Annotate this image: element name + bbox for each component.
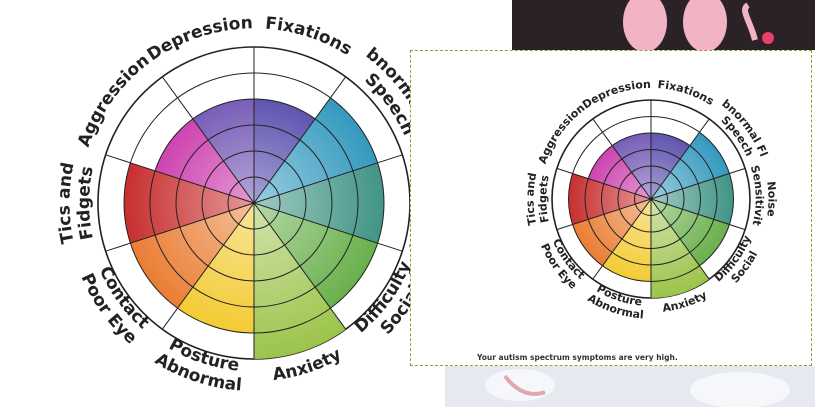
wheel-spoke [253, 202, 403, 252]
spectrum-wheel-small-canvas: FixationsAbnormal FlatSpeechNoiseSensiti… [411, 51, 779, 321]
background-artwork-bottom-detail [485, 369, 790, 407]
wheel-spoke [253, 154, 403, 204]
spectrum-wheel-large: FixationsAbnormal FlatSpeechNoiseSensiti… [0, 0, 454, 395]
result-popup: FixationsAbnormal FlatSpeechNoiseSensiti… [410, 50, 812, 366]
category-label: Fidgets [74, 165, 98, 242]
spectrum-wheel-small: FixationsAbnormal FlatSpeechNoiseSensiti… [411, 51, 779, 321]
wheel-spoke [650, 167, 746, 200]
category-label: Tics and [523, 172, 539, 227]
wheel-spoke [592, 118, 652, 200]
wedge-noise-sensitivity [651, 173, 734, 225]
wedge-abnormal-flat-speech [254, 97, 378, 203]
wheel-spoke [105, 202, 255, 252]
result-caption: Your autism spectrum symptoms are very h… [477, 353, 678, 362]
wheel-spoke [556, 167, 652, 200]
background-artwork-top-detail [623, 0, 774, 52]
wheel-spoke [253, 76, 347, 204]
wheel-spoke [253, 202, 347, 330]
wedge-poor-eye-contact [130, 203, 254, 309]
category-label: Noise [764, 181, 778, 218]
wedge-aggression [155, 118, 254, 203]
wedge-anxiety [651, 199, 710, 298]
wheel-spoke [650, 118, 710, 200]
wheel-spoke [650, 198, 746, 231]
wheel-spoke [592, 198, 652, 280]
wedge-noise-sensitivity [254, 162, 384, 244]
wedge-fixations [651, 133, 690, 199]
wedge-abnormal-flat-speech [651, 132, 730, 199]
wedge-poor-eye-contact [572, 199, 651, 266]
wedge-aggression [588, 145, 651, 199]
wheel-spoke [161, 76, 255, 204]
category-label: Fidgets [536, 174, 552, 224]
wedge-tics-and-fidgets [124, 162, 254, 244]
wedge-depression [612, 133, 651, 199]
wheel-spoke [556, 198, 652, 231]
wedge-abnormal-posture [177, 203, 254, 333]
wedge-social-difficulty [254, 203, 378, 309]
wedge-tics-and-fidgets [568, 173, 651, 225]
wedge-social-difficulty [651, 199, 730, 266]
wedge-depression [192, 99, 254, 203]
wedge-fixations [254, 99, 316, 203]
wheel-spoke [105, 154, 255, 204]
wedge-abnormal-posture [602, 199, 651, 282]
wedge-anxiety [254, 203, 346, 359]
wheel-spoke [650, 198, 710, 280]
wheel-spoke [161, 202, 255, 330]
